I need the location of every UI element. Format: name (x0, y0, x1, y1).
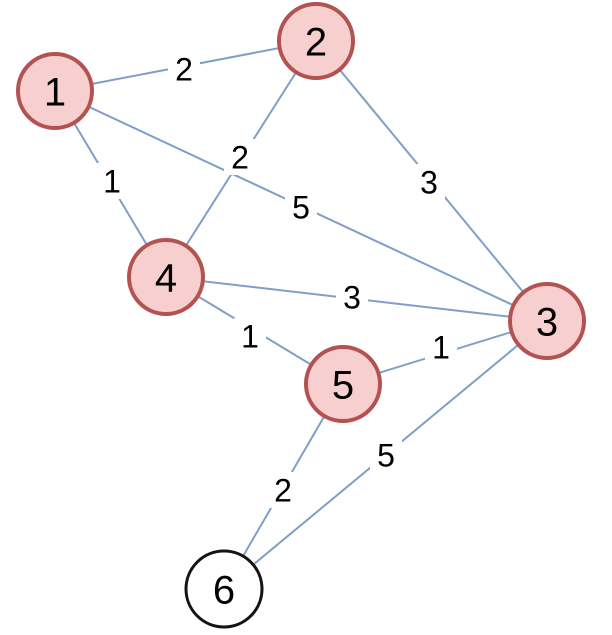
node-3: 3 (508, 282, 586, 360)
node-label-2: 2 (305, 20, 327, 64)
node-6: 6 (184, 549, 264, 629)
node-1: 1 (16, 52, 94, 130)
edge-weight-5-3: 1 (425, 329, 457, 366)
edge-weight-5-6: 2 (267, 472, 299, 509)
edge-weight-6-3: 5 (370, 437, 402, 474)
edge-weight-label: 5 (292, 190, 310, 226)
node-label-4: 4 (155, 256, 177, 300)
edge-weight-label: 2 (175, 52, 193, 88)
node-circle-2 (277, 2, 355, 80)
edge-weight-label: 1 (241, 319, 259, 355)
edge-weight-bg (336, 279, 368, 315)
edge-weight-4-5: 1 (234, 318, 266, 355)
edge-weight-label: 1 (103, 164, 121, 200)
edge-weight-1-2: 2 (168, 51, 200, 88)
edge-weight-bg (96, 163, 128, 199)
node-5: 5 (304, 345, 382, 423)
edge-weight-label: 3 (420, 165, 438, 201)
node-circle-6 (184, 549, 264, 629)
edge-weight-label: 2 (274, 473, 292, 509)
node-label-5: 5 (332, 363, 354, 407)
node-label-3: 3 (536, 300, 558, 344)
edge-weight-label: 3 (343, 280, 361, 316)
node-4: 4 (127, 238, 205, 316)
edge-weight-bg (413, 164, 445, 200)
edge-weight-bg (425, 329, 457, 365)
node-label-1: 1 (44, 70, 66, 114)
edge-weight-1-3: 5 (285, 189, 317, 226)
edge-weight-1-4: 1 (96, 163, 128, 200)
node-label-6: 6 (213, 568, 235, 612)
edge-weight-4-3: 3 (336, 279, 368, 316)
edge-weight-bg (267, 472, 299, 508)
node-2: 2 (277, 2, 355, 80)
edge-weight-bg (168, 51, 200, 87)
edge-weight-label: 1 (432, 330, 450, 366)
edge-weight-2-3: 3 (413, 164, 445, 201)
edge-weight-bg (285, 189, 317, 225)
node-circle-4 (127, 238, 205, 316)
node-circle-5 (304, 345, 382, 423)
edge-weight-2-4: 2 (224, 139, 256, 176)
node-circle-3 (508, 282, 586, 360)
edge-weight-bg (370, 437, 402, 473)
edge-weight-bg (224, 139, 256, 175)
node-circle-1 (16, 52, 94, 130)
edge-weight-label: 2 (231, 140, 249, 176)
edge-weight-bg (234, 318, 266, 354)
edge-weight-label: 5 (377, 438, 395, 474)
